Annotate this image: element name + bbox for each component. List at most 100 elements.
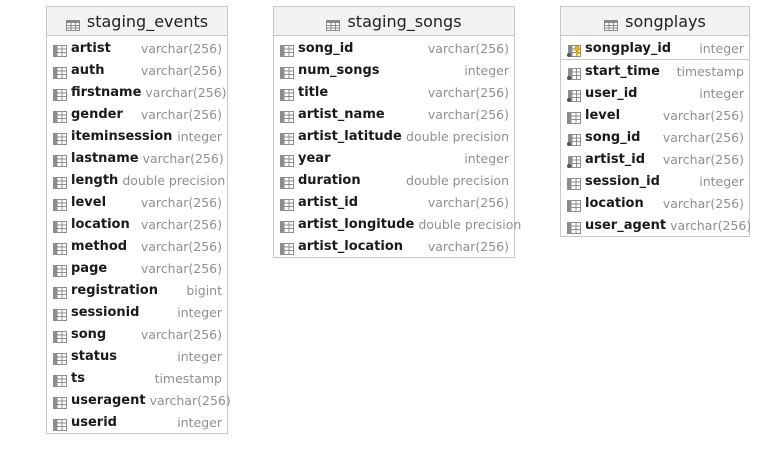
column-name: sessionid [71,304,140,320]
table-header[interactable]: staging_events [47,7,227,36]
column-type: varchar(256) [140,62,222,78]
column-name: ts [71,370,85,386]
column-name: num_songs [298,62,380,78]
column-icon [280,130,294,145]
column-name: artist_location [298,238,404,254]
table-header[interactable]: songplays [561,7,749,36]
column-name: gender [71,106,123,122]
column-type: varchar(256) [140,106,222,122]
column-type: varchar(256) [427,40,509,56]
column-name: lastname [71,150,139,166]
column-name: firstname [71,84,142,100]
column-name: status [71,348,117,364]
column-icon [53,86,67,101]
column-type: integer [177,348,222,364]
column-row[interactable]: song_id varchar(256) [561,126,749,148]
column-name: session_id [585,173,660,189]
column-row[interactable]: artist_location varchar(256) [274,235,514,257]
table-title: songplays [625,11,706,31]
column-type: varchar(256) [662,129,744,145]
column-name: useragent [71,392,146,408]
column-row[interactable]: user_id integer [561,82,749,104]
column-row[interactable]: sessionid integer [47,301,227,323]
column-name: year [298,150,331,166]
column-icon [280,152,294,167]
column-type: varchar(256) [662,107,744,123]
foreign-key-icon [567,131,581,146]
column-icon [53,240,67,255]
table-header[interactable]: staging_songs [274,7,514,36]
foreign-key-icon [567,153,581,168]
column-icon [53,218,67,233]
column-name: artist_name [298,106,385,122]
column-name: user_agent [585,217,667,233]
column-name: page [71,260,108,276]
column-icon [280,218,294,233]
column-type: integer [464,150,509,166]
column-row[interactable]: gender varchar(256) [47,103,227,125]
column-type: double precision [406,128,509,144]
column-row[interactable]: status integer [47,345,227,367]
column-icon [567,219,581,234]
column-icon [53,64,67,79]
column-icon [280,86,294,101]
column-type: integer [177,304,222,320]
table-title: staging_songs [347,11,462,31]
column-type: varchar(256) [427,238,509,254]
column-icon [53,152,67,167]
column-name: title [298,84,329,100]
column-type: varchar(256) [149,392,231,408]
column-icon [53,328,67,343]
table-title: staging_events [86,11,209,31]
column-name: artist_longitude [298,216,415,232]
column-type: varchar(256) [662,151,744,167]
foreign-key-icon [567,65,581,80]
column-name: user_id [585,85,638,101]
column-icon [53,284,67,299]
column-type: varchar(256) [142,150,224,166]
column-icon [53,174,67,189]
column-name: song_id [585,129,641,145]
column-type: integer [699,85,744,101]
column-type: integer [177,414,222,430]
column-icon [280,174,294,189]
column-row[interactable]: year integer [274,147,514,169]
column-icon [53,262,67,277]
column-icon [53,350,67,365]
